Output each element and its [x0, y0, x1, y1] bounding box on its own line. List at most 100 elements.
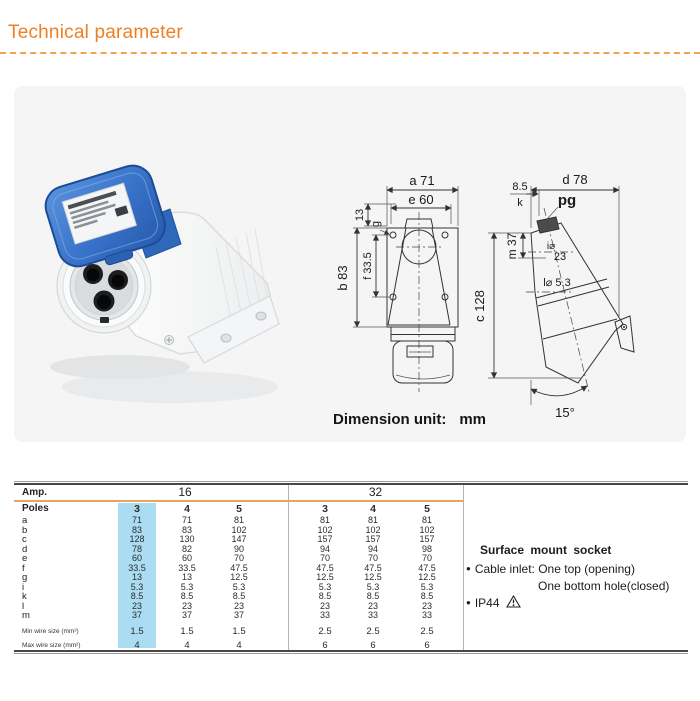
flange-hole [220, 333, 232, 343]
table-top-border [14, 483, 688, 485]
table-cell: 3 [134, 503, 140, 515]
amp-group-32: 32 [368, 485, 383, 499]
header-divider [0, 52, 700, 54]
table-bottom-border [14, 653, 688, 654]
row-label: a [22, 515, 28, 526]
cap-latch [104, 249, 134, 266]
row-label: i [22, 581, 25, 593]
table-cell: 4 [370, 503, 376, 515]
table-cell: 33.5 [178, 562, 196, 573]
table-cell: 70 [367, 553, 378, 563]
table-cell: 1.5 [232, 625, 246, 637]
page-title: Technical parameter [8, 22, 183, 43]
dimension-drawing: a 71 e 60 13 g b 83 f 33.5 [335, 172, 635, 420]
table-cell: 5.3 [130, 581, 144, 592]
table-top-border [14, 481, 688, 482]
keyway-notch [100, 317, 109, 323]
dim-label-c128: c 128 [472, 290, 487, 322]
table-cell: 5 [424, 503, 430, 515]
table-cell: 4 [184, 503, 190, 515]
dim-label-m37: m 37 [505, 232, 519, 259]
dim-label-23: 23 [554, 251, 566, 263]
table-cell: 71 [131, 515, 142, 525]
table-cell: 78 [131, 543, 142, 554]
row-label: Poles [22, 503, 49, 514]
table-cell: 2.5 [366, 625, 380, 637]
row-label: c [22, 534, 27, 545]
amp-header-row: Amp. 16 32 [14, 485, 688, 500]
cable-inlet-text: Cable inlet: One top (opening) [474, 562, 635, 576]
dimension-unit-note: Dimension unit:mm [333, 411, 486, 428]
table-cell: 1.5 [180, 625, 194, 637]
dim-label-f33-5: f 33.5 [362, 252, 374, 280]
table-cell: 23 [131, 600, 142, 611]
dim-label-15deg: 15° [555, 405, 575, 420]
table-cell: 81 [233, 515, 244, 525]
table-cell: 5.3 [180, 581, 194, 592]
dim-label-pg: pg [558, 192, 576, 209]
table-cell: 13 [181, 572, 192, 582]
table-cell: 147 [231, 534, 247, 544]
table-cell: 33 [421, 610, 432, 620]
cable-inlet-note: ●Cable inlet: One top (opening) [466, 561, 692, 577]
table-cell: 37 [181, 610, 192, 620]
cable-inlet-note-2: One bottom hole(closed) [538, 579, 670, 593]
front-view: a 71 e 60 13 g b 83 f 33.5 [335, 173, 459, 392]
product-photo [44, 164, 280, 403]
dim-label-g: g [370, 221, 382, 227]
side-view: d 78 8.5 k pg m 37 i⌀ 23 l⌀ 5.3 c 128 15… [472, 172, 635, 420]
highlight-column [118, 503, 156, 648]
mounting-flange [187, 295, 280, 364]
table-cell: 102 [317, 524, 333, 535]
table-cell: 8.5 [232, 591, 246, 601]
table-cell: 6 [370, 639, 376, 651]
table-cell: 90 [233, 543, 244, 554]
pin-holes [83, 264, 128, 312]
table-cell: 12.5 [364, 572, 382, 582]
table-cell: 2.5 [318, 625, 332, 637]
dim-label-e60: e 60 [408, 192, 433, 207]
row-label: e [22, 553, 28, 564]
body-ribs [215, 228, 269, 334]
table-cell: 6 [322, 639, 328, 651]
table-cell: 23 [319, 600, 330, 611]
table-cell: 3 [322, 503, 328, 515]
table-cell: 82 [181, 543, 192, 554]
table-cell: 71 [181, 515, 192, 525]
table-cell: 8.5 [130, 591, 144, 601]
table-cell: 70 [319, 553, 330, 563]
table-cell: 8.5 [366, 591, 380, 601]
photo-shadow [50, 355, 278, 403]
table-cell: 102 [231, 524, 247, 535]
table-cell: 37 [233, 610, 244, 620]
table-cell: 33 [319, 610, 330, 620]
table-cell: 157 [419, 534, 435, 544]
table-cell: 13 [131, 572, 142, 582]
table-cell: 37 [131, 610, 142, 620]
table-cell: 12.5 [418, 572, 436, 582]
dim-label-13: 13 [354, 209, 366, 221]
product-notes: Surface mount socket ●Cable inlet: One t… [466, 543, 692, 613]
table-cell: 6 [424, 639, 430, 651]
table-cell: 8.5 [420, 591, 434, 601]
table-cell: 23 [181, 600, 192, 611]
table-cell: 128 [129, 534, 145, 544]
table-cell: 70 [233, 553, 244, 563]
notes-title: Surface mount socket [480, 543, 612, 557]
table-cell: 94 [319, 543, 330, 554]
row-label: l [22, 600, 25, 612]
ip-rating-text: IP44 [474, 596, 500, 610]
warning-triangle-icon [505, 594, 521, 608]
table-cell: 5.3 [420, 581, 434, 592]
dim-label-k: k [517, 197, 523, 209]
table-cell: 12.5 [230, 572, 248, 582]
